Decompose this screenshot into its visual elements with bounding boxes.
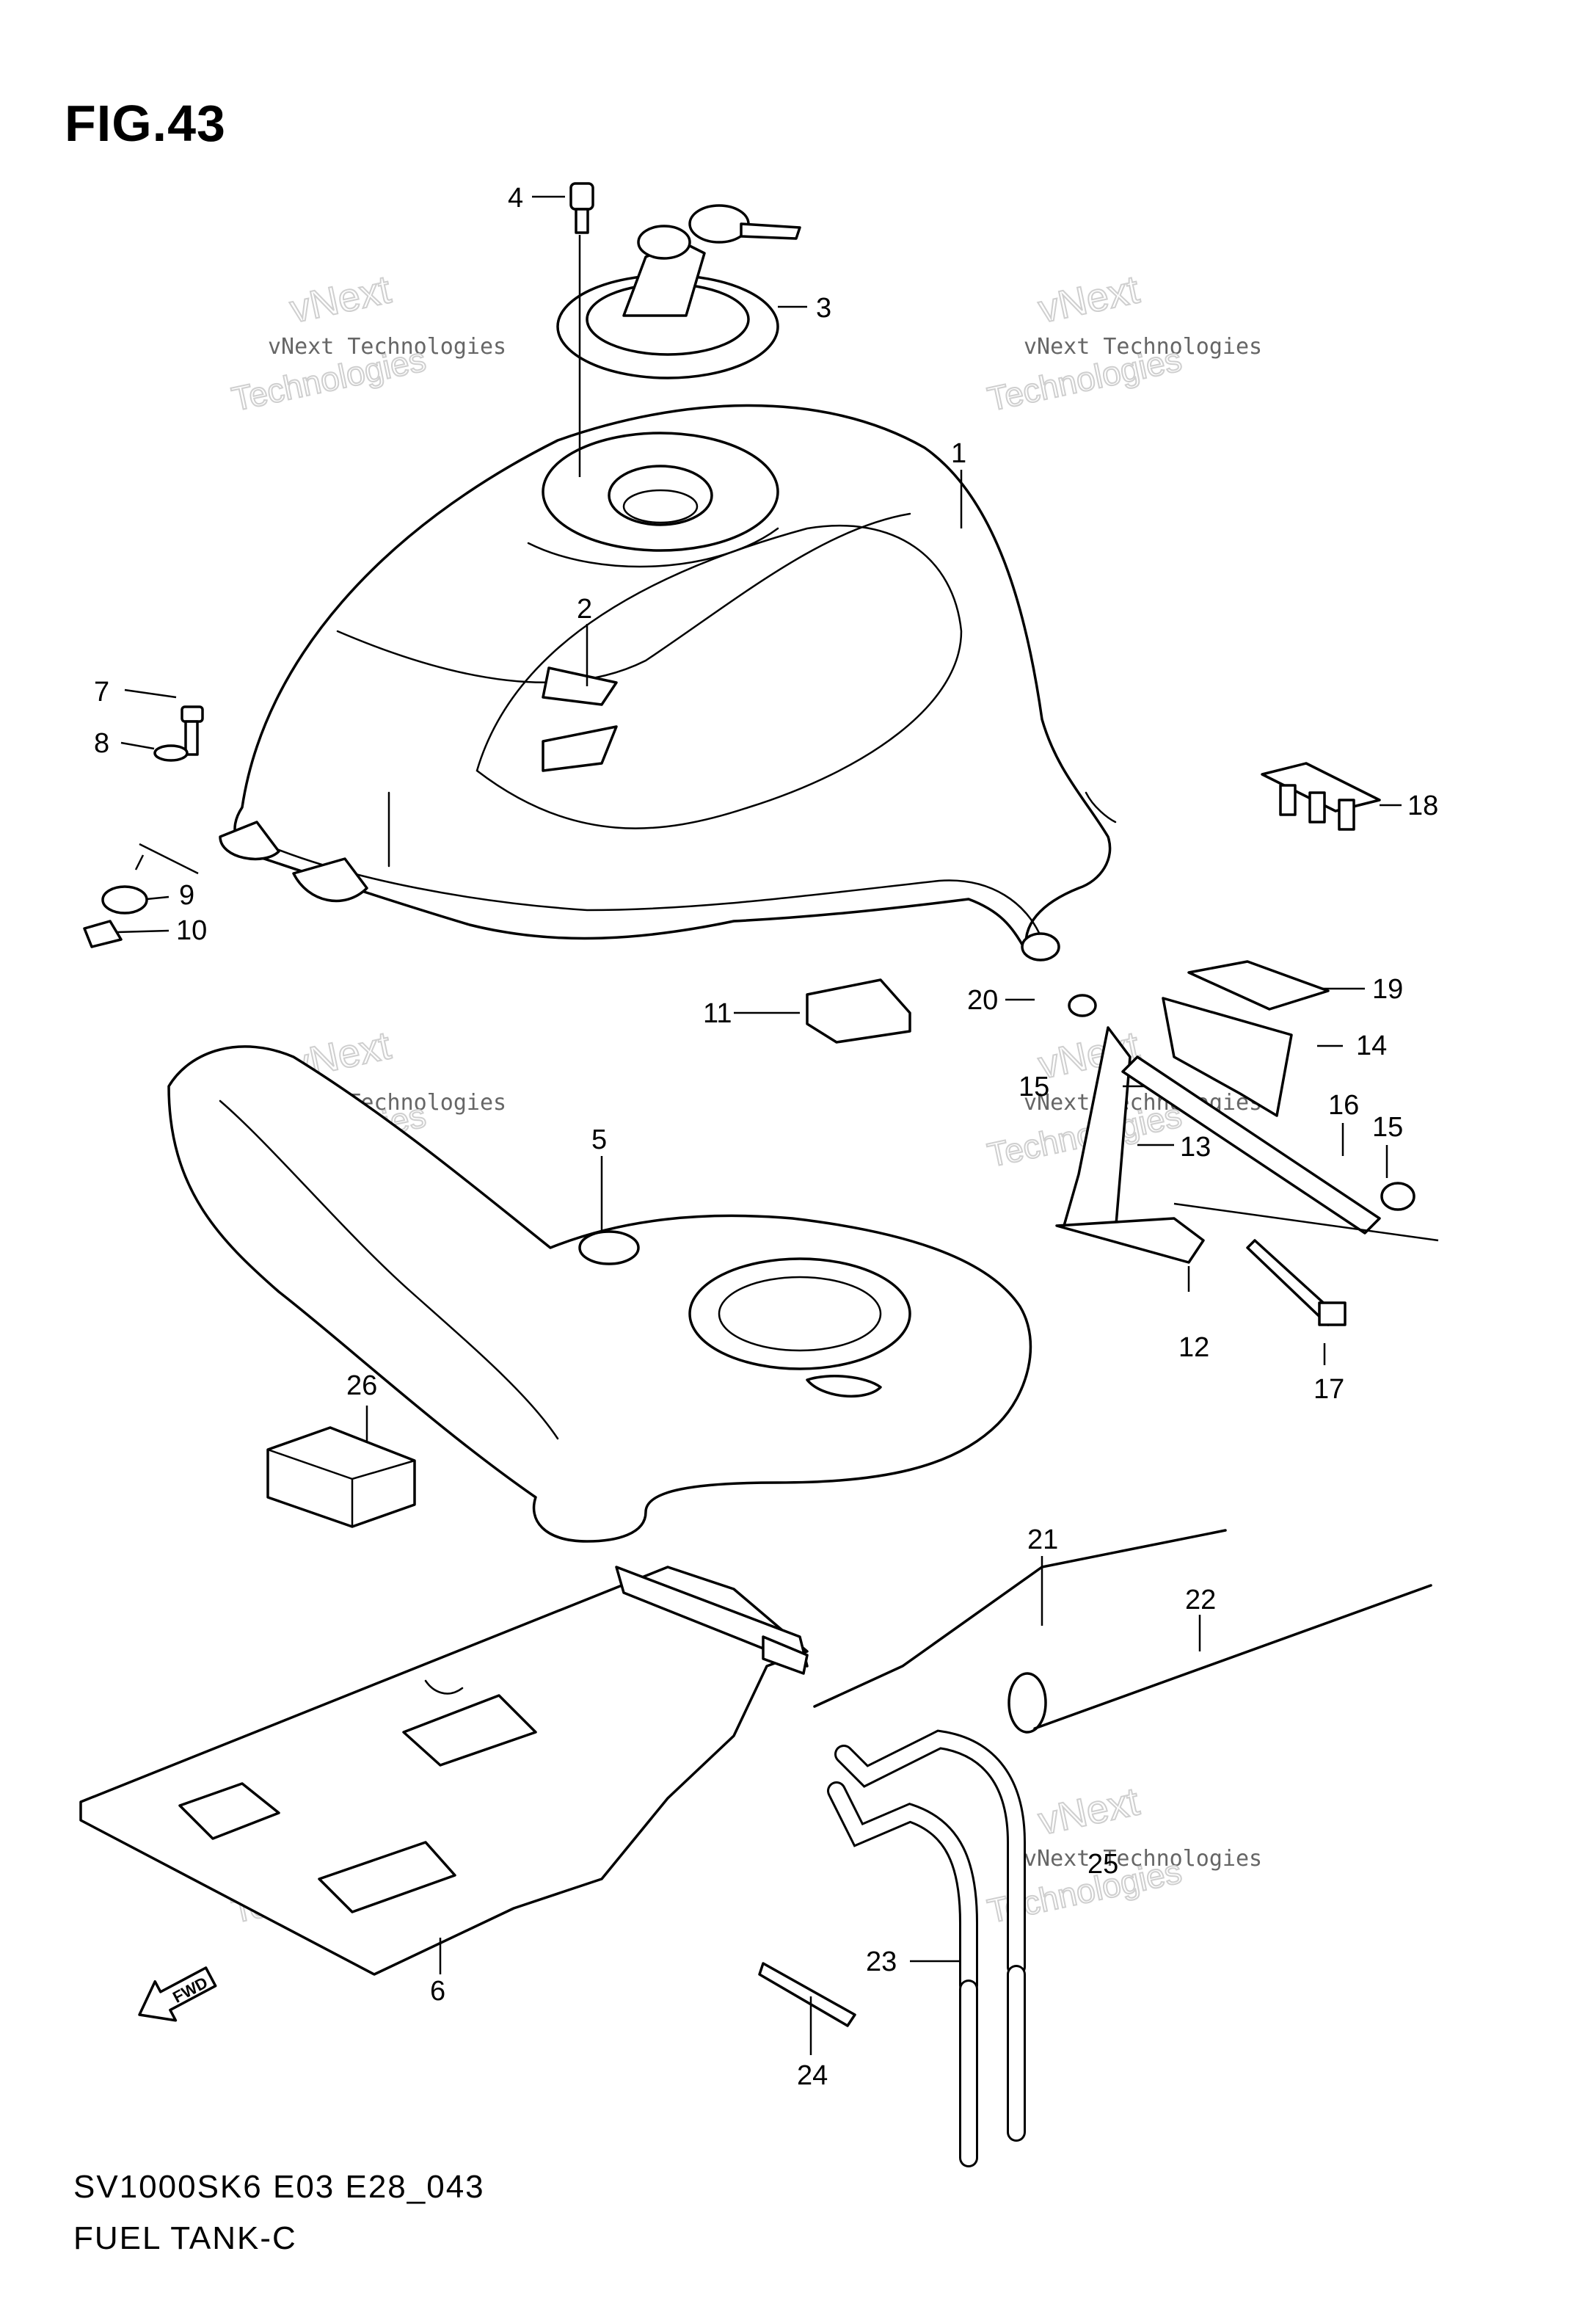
fuel-cap-part [556, 204, 801, 379]
callout-16: 16 [1328, 1090, 1359, 1121]
callout-2: 2 [577, 594, 592, 625]
figure-code: SV1000SK6 E03 E28_043 [73, 2169, 485, 2205]
watermark-top-left: vNext vNext Technologies Technologies [227, 266, 506, 418]
callout-12: 12 [1178, 1332, 1209, 1363]
callout-25: 25 [1087, 1849, 1118, 1880]
cushion-part-11 [806, 978, 911, 1044]
callout-1: 1 [951, 438, 966, 469]
callout-11: 11 [703, 998, 732, 1029]
figure-name: FUEL TANK-C [73, 2220, 297, 2256]
bolt-part [569, 182, 594, 477]
watermark-brand: vNext [286, 267, 395, 331]
bolt-washer-cushion-parts [83, 705, 204, 948]
watermark-bottom-right: vNext vNext Technologies Technologies [983, 1778, 1262, 1930]
callout-22: 22 [1185, 1585, 1216, 1615]
callout-21: 21 [1027, 1524, 1058, 1555]
pad-part-26 [266, 1426, 416, 1528]
callout-5: 5 [591, 1124, 607, 1155]
hose-parts [827, 1729, 1026, 2167]
fuel-tank-part [219, 404, 1117, 961]
watermark-brand: vNext [1035, 1779, 1143, 1843]
callout-17: 17 [1313, 1374, 1344, 1405]
callout-8: 8 [94, 728, 109, 759]
heat-shield-plate-part [79, 1566, 809, 1976]
watermark-line: vNext Technologies [1024, 1846, 1262, 1872]
rod-parts [813, 1529, 1432, 1734]
clip-part-24 [758, 1962, 856, 2027]
callout-19: 19 [1372, 974, 1403, 1005]
callout-23: 23 [866, 1946, 897, 1977]
callout-15b: 15 [1019, 1072, 1049, 1102]
watermark-line: vNext Technologies [268, 334, 506, 360]
callout-4: 4 [508, 183, 523, 214]
watermark-line: vNext Technologies [1024, 334, 1262, 360]
callout-26: 26 [346, 1370, 377, 1401]
bracket-assembly-parts [1055, 762, 1439, 1326]
callout-24: 24 [797, 2060, 828, 2091]
callout-13: 13 [1180, 1132, 1211, 1163]
callout-14: 14 [1356, 1030, 1387, 1061]
watermark-line: vNext Technologies [1024, 1090, 1262, 1116]
callout-7: 7 [94, 677, 109, 708]
callout-6: 6 [430, 1976, 445, 2007]
watermark-brand: vNext [1035, 267, 1143, 331]
leader-lines [117, 195, 1402, 2055]
callout-9: 9 [179, 880, 194, 911]
callout-numbers: 1 2 3 4 5 6 7 8 9 10 11 12 13 14 15 15 1… [94, 183, 1438, 2091]
callout-3: 3 [816, 293, 831, 324]
fuel-tank-cover-part [167, 1045, 1032, 1543]
fwd-arrow-icon: FWD [138, 1966, 217, 2022]
callout-18: 18 [1407, 790, 1438, 821]
callout-20: 20 [967, 985, 998, 1016]
figure-title: FIG.43 [65, 95, 226, 152]
callout-15a: 15 [1372, 1112, 1403, 1143]
watermark-top-right: vNext vNext Technologies Technologies [983, 266, 1262, 418]
callout-10: 10 [176, 915, 207, 946]
